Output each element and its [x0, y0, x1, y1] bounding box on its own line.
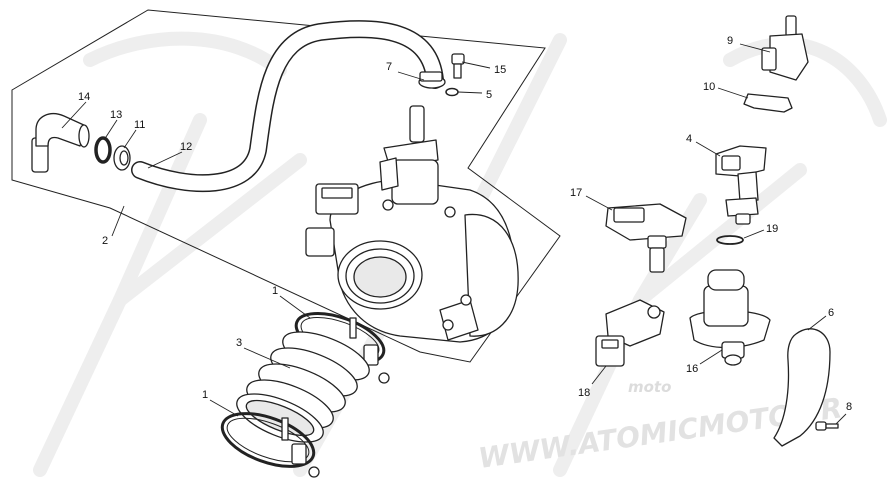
idle-control-valve	[689, 269, 771, 366]
throttle-position-sensor	[595, 299, 665, 367]
callout-5: 5	[486, 89, 492, 101]
screw-8	[815, 421, 839, 431]
callout-10: 10	[703, 81, 715, 93]
callout-15: 15	[494, 64, 506, 76]
band-clamp	[418, 71, 446, 89]
callout-7: 7	[386, 61, 392, 73]
throttle-body	[305, 105, 519, 343]
elbow-fitting	[31, 113, 90, 173]
callout-labels: 14 13 11 12 2 7 5 15 1 3 1 9 10 4 19 17 …	[78, 35, 852, 413]
bracket-10	[743, 93, 793, 113]
callout-3: 3	[236, 337, 242, 349]
o-ring-19	[716, 235, 744, 245]
callout-11: 11	[134, 119, 145, 131]
callout-2: 2	[102, 235, 108, 247]
washer	[445, 87, 459, 97]
callout-6: 6	[828, 307, 834, 319]
callout-16: 16	[686, 363, 698, 375]
fuel-injector	[715, 145, 767, 225]
callout-13: 13	[110, 109, 122, 121]
callout-19: 19	[766, 223, 778, 235]
watermark-brand: moto	[628, 378, 671, 396]
callout-18: 18	[578, 387, 590, 399]
o-ring	[94, 136, 112, 164]
sensor-17	[605, 203, 687, 273]
callout-12: 12	[180, 141, 192, 153]
callout-9: 9	[727, 35, 733, 47]
leader-lines	[61, 43, 847, 425]
callout-17: 17	[570, 187, 582, 199]
callout-1-lower: 1	[202, 389, 208, 401]
hose-inner	[132, 21, 443, 191]
bolt	[451, 53, 465, 79]
callout-8: 8	[846, 401, 852, 413]
callout-4: 4	[686, 133, 692, 145]
intake-clamp-lower	[220, 412, 320, 478]
sensor-9	[761, 15, 809, 81]
cover-6	[773, 328, 831, 447]
hose-clamp	[113, 145, 131, 171]
callout-1-upper: 1	[272, 285, 278, 297]
callout-14: 14	[78, 91, 90, 103]
intake-rubber	[236, 331, 370, 443]
